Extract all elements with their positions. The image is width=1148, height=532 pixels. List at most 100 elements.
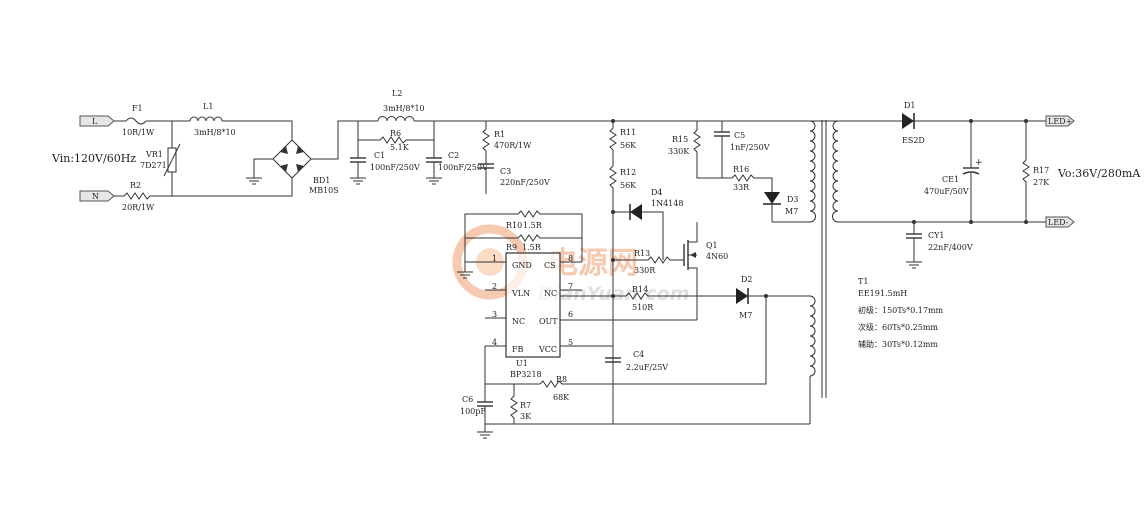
resistor-r7: R7 3K: [510, 384, 532, 424]
resistor-r10: R10 1.5R: [506, 210, 583, 262]
ground-symbol: [477, 431, 493, 439]
svg-text:CY1: CY1: [928, 231, 945, 240]
terminal-l: L: [79, 115, 115, 127]
svg-text:R12: R12: [620, 168, 636, 177]
resistor-r15: R15 330K: [668, 121, 732, 179]
svg-text:20R/1W: 20R/1W: [122, 203, 155, 212]
svg-text:R17: R17: [1033, 166, 1049, 175]
svg-text:33R: 33R: [733, 183, 750, 192]
svg-text:R6: R6: [390, 129, 401, 138]
capacitor-c5: C5 1nF/250V: [714, 121, 770, 178]
svg-text:D1: D1: [904, 101, 916, 110]
svg-text:N: N: [92, 192, 99, 201]
diode-d2: D2 M7: [736, 275, 753, 320]
svg-text:CE1: CE1: [942, 175, 959, 184]
svg-text:100nF/250V: 100nF/250V: [370, 163, 420, 172]
varistor-vr1: VR1 7D271: [140, 121, 181, 196]
svg-text:56K: 56K: [620, 141, 637, 150]
svg-text:VCC: VCC: [538, 345, 557, 354]
svg-text:C1: C1: [374, 151, 385, 160]
svg-text:LED+: LED+: [1048, 117, 1072, 126]
svg-text:R9: R9: [506, 243, 517, 252]
svg-text:220nF/250V: 220nF/250V: [500, 178, 550, 187]
svg-text:C5: C5: [734, 131, 745, 140]
capacitor-c2: C2 100nF/250V: [426, 140, 488, 178]
svg-text:VLN: VLN: [511, 289, 530, 298]
svg-text:4: 4: [492, 338, 497, 347]
svg-text:R11: R11: [620, 128, 636, 137]
svg-text:LED-: LED-: [1048, 218, 1069, 227]
inductor-l2: L2 3mH/8*10: [377, 89, 425, 122]
svg-text:1.5mH: 1.5mH: [880, 289, 907, 298]
svg-text:470R/1W: 470R/1W: [494, 141, 532, 150]
svg-text:NC: NC: [512, 317, 525, 326]
svg-text:C3: C3: [500, 167, 511, 176]
resistor-r13: R13 330R: [634, 249, 684, 275]
svg-text:22nF/400V: 22nF/400V: [928, 243, 973, 252]
resistor-r9: R9 1.5R: [506, 234, 582, 252]
svg-text:510R: 510R: [632, 303, 654, 312]
svg-text:BP3218: BP3218: [510, 370, 542, 379]
svg-text:U1: U1: [516, 359, 528, 368]
svg-text:次级：60Ts*0.25mm: 次级：60Ts*0.25mm: [858, 322, 938, 332]
capacitor-ce1: + CE1 470uF/50V: [924, 121, 983, 222]
svg-text:7D271: 7D271: [140, 161, 167, 170]
ground-symbol: [426, 177, 442, 185]
resistor-r12: R12 56K: [609, 165, 637, 424]
ground-symbol: [246, 177, 262, 185]
svg-text:F1: F1: [132, 104, 143, 113]
svg-text:3K: 3K: [520, 412, 532, 421]
bridge-bd1: BD1 MB10S: [272, 139, 339, 195]
ground-symbol: [350, 177, 366, 185]
svg-text:FB: FB: [512, 345, 524, 354]
svg-text:D4: D4: [651, 188, 663, 197]
svg-text:3: 3: [492, 310, 497, 319]
svg-text:R15: R15: [672, 135, 688, 144]
svg-text:330R: 330R: [634, 266, 656, 275]
svg-text:C6: C6: [462, 395, 473, 404]
svg-text:R7: R7: [520, 401, 531, 410]
terminal-led-plus: LED+: [1045, 115, 1075, 127]
resistor-r14: R14 510R: [613, 285, 736, 312]
svg-text:C2: C2: [448, 151, 459, 160]
resistor-r6: R6 5.1K: [379, 129, 410, 152]
svg-text:R8: R8: [556, 375, 567, 384]
svg-text:ES2D: ES2D: [902, 136, 925, 145]
svg-text:R14: R14: [632, 285, 648, 294]
capacitor-cy1: CY1 22nF/400V: [906, 222, 973, 262]
svg-text:R10: R10: [506, 221, 522, 230]
svg-text:C4: C4: [633, 350, 644, 359]
svg-text:3mH/8*10: 3mH/8*10: [194, 128, 236, 137]
svg-text:L1: L1: [203, 102, 213, 111]
terminal-led-minus: LED-: [1045, 216, 1075, 228]
svg-text:470uF/50V: 470uF/50V: [924, 187, 969, 196]
svg-text:5.1K: 5.1K: [390, 143, 410, 152]
resistor-r8: R8 68K: [539, 296, 767, 402]
svg-text:100pF: 100pF: [460, 407, 486, 416]
output-label: Vo:36V/280mA: [1057, 167, 1141, 180]
svg-text:NC: NC: [544, 289, 557, 298]
diode-d3: D3 M7: [763, 192, 799, 222]
svg-text:1: 1: [492, 254, 497, 263]
diode-d1: D1 ES2D: [902, 101, 925, 145]
watermark-en: DianYuan.com: [538, 283, 690, 305]
svg-text:T1: T1: [858, 277, 868, 286]
svg-text:辅助：30Ts*0.12mm: 辅助：30Ts*0.12mm: [858, 339, 938, 349]
svg-text:EE19: EE19: [858, 289, 880, 298]
svg-text:8: 8: [568, 254, 573, 263]
svg-text:2: 2: [492, 282, 497, 291]
svg-text:M7: M7: [739, 311, 752, 320]
mosfet-q1: Q1 4N60: [683, 238, 728, 320]
watermark: 电源网 DianYuan.com: [452, 224, 690, 305]
svg-text:1.5R: 1.5R: [522, 243, 542, 252]
svg-text:7: 7: [568, 282, 573, 291]
svg-text:6: 6: [568, 310, 573, 319]
resistor-r2: R2 20R/1W: [122, 181, 155, 212]
resistor-r17: R17 27K: [1022, 121, 1050, 222]
terminal-n: N: [79, 190, 115, 202]
svg-text:D3: D3: [787, 195, 799, 204]
svg-text:27K: 27K: [1033, 178, 1050, 187]
svg-text:1nF/250V: 1nF/250V: [730, 143, 770, 152]
svg-text:68K: 68K: [553, 393, 570, 402]
